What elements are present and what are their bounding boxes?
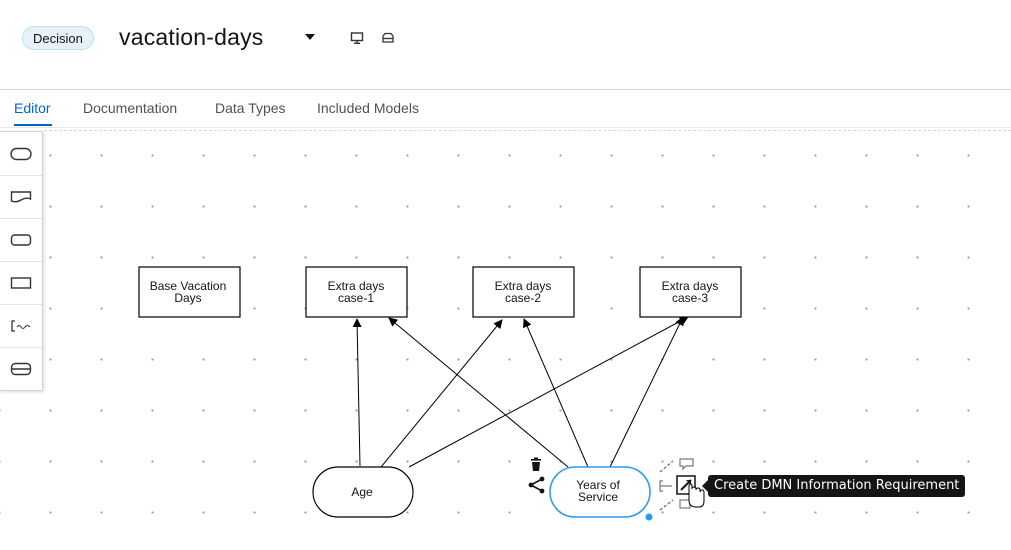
- edge-years-case2[interactable]: [523, 318, 589, 468]
- canvas-boundary: [44, 130, 1011, 131]
- palette-text-annotation[interactable]: [0, 304, 42, 348]
- palette-business-knowledge-model[interactable]: [0, 261, 42, 305]
- node-label: case-3: [672, 291, 708, 305]
- edge-age-case2[interactable]: [380, 319, 503, 468]
- node-label: case-1: [338, 291, 374, 305]
- node-label: Days: [174, 291, 201, 305]
- decision-node-extra-days-case-3[interactable]: Extra days case-3: [639, 266, 742, 318]
- decision-badge: Decision: [22, 26, 94, 50]
- resize-handle[interactable]: [645, 513, 653, 521]
- palette-knowledge-source[interactable]: [0, 218, 42, 262]
- decision-service-shape-icon: [10, 362, 32, 375]
- active-tab-indicator: [14, 124, 52, 126]
- business-knowledge-model-shape-icon: [10, 276, 32, 289]
- knowledge-requirement-icon[interactable]: [659, 460, 674, 473]
- decision-shape-icon: [10, 147, 32, 160]
- node-label: Extra days: [662, 279, 719, 293]
- palette-decision-service[interactable]: [0, 347, 42, 390]
- node-label: Service: [578, 490, 618, 504]
- tooltip: Create DMN Information Requirement: [702, 475, 966, 497]
- decision-node-base-vacation-days[interactable]: Base Vacation Days: [138, 266, 241, 318]
- decision-node-extra-days-case-1[interactable]: Extra days case-1: [305, 266, 408, 318]
- node-label: Years of: [576, 478, 620, 492]
- shape-palette: [0, 131, 43, 391]
- hand-cursor-icon: [688, 483, 705, 508]
- trash-icon[interactable]: [531, 457, 541, 472]
- edge-age-case3[interactable]: [408, 316, 689, 468]
- node-label: Age: [351, 485, 373, 499]
- desktop-icon[interactable]: [350, 31, 364, 45]
- save-icon[interactable]: [381, 31, 395, 45]
- association-icon[interactable]: [659, 480, 672, 492]
- input-node-years-of-service[interactable]: Years of Service: [549, 466, 653, 521]
- decision-node-extra-days-case-2[interactable]: Extra days case-2: [472, 266, 575, 318]
- information-requirements: [352, 316, 689, 468]
- edge-age-case1[interactable]: [352, 318, 362, 467]
- editor-header: Decision vacation-days: [0, 0, 1011, 88]
- edge-years-case1[interactable]: [388, 317, 569, 468]
- node-label: Base Vacation: [150, 279, 227, 293]
- tab-documentation[interactable]: Documentation: [83, 100, 178, 116]
- tab-included-models[interactable]: Included Models: [317, 100, 419, 116]
- text-annotation-shape-icon: [11, 319, 31, 332]
- node-label: Extra days: [495, 279, 552, 293]
- knowledge-source-shape-icon: [10, 233, 32, 246]
- text-annotation-icon[interactable]: [679, 458, 694, 471]
- model-title[interactable]: vacation-days: [119, 24, 264, 50]
- tab-editor[interactable]: Editor: [14, 100, 51, 116]
- tooltip-text: Create DMN Information Requirement: [714, 478, 960, 493]
- tab-data-types[interactable]: Data Types: [215, 100, 286, 116]
- node-label: case-2: [505, 291, 541, 305]
- tooltip-arrow: [702, 480, 708, 492]
- share-icon[interactable]: [528, 476, 545, 494]
- node-label: Extra days: [328, 279, 385, 293]
- authority-requirement-icon[interactable]: [659, 499, 674, 511]
- decision-shape-icon[interactable]: [679, 499, 691, 509]
- chevron-down-icon[interactable]: [305, 34, 315, 40]
- palette-decision[interactable]: [0, 132, 42, 176]
- palette-input-data[interactable]: [0, 175, 42, 219]
- input-data-shape-icon: [10, 190, 32, 202]
- edge-years-case3[interactable]: [609, 316, 684, 468]
- input-node-age[interactable]: Age: [312, 466, 414, 518]
